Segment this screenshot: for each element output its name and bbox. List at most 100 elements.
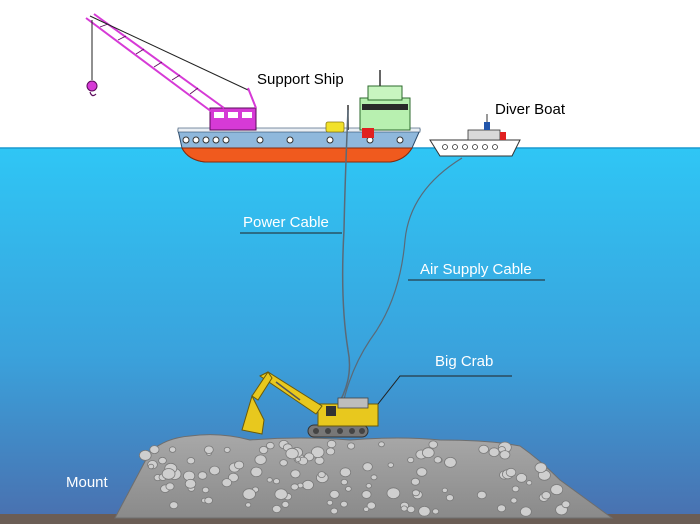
rock: [272, 478, 280, 485]
rubble-mound: [114, 434, 614, 519]
rock: [520, 506, 532, 517]
rock: [186, 457, 196, 465]
big-crab-label: Big Crab: [435, 353, 493, 370]
rock: [488, 447, 500, 458]
rock: [204, 445, 214, 454]
rock: [561, 500, 571, 509]
rock: [311, 446, 325, 459]
big-crab-leader: [377, 375, 512, 405]
rock: [326, 499, 334, 506]
rock: [329, 489, 340, 499]
power-cable: [335, 109, 351, 409]
rock: [478, 444, 490, 454]
rock: [505, 467, 517, 477]
rock: [386, 487, 401, 500]
air-supply-cable: [341, 157, 463, 409]
rock: [444, 456, 457, 468]
rock: [340, 500, 348, 508]
rock: [221, 478, 233, 488]
rock: [418, 505, 431, 517]
rock: [526, 480, 533, 486]
rock: [272, 504, 282, 513]
rock: [290, 469, 301, 479]
rock: [317, 471, 326, 479]
rock: [139, 449, 152, 461]
rock: [340, 478, 348, 486]
rock: [534, 462, 548, 473]
big-crab-excavator: [241, 371, 379, 438]
support-ship: [85, 13, 421, 163]
rock: [242, 488, 256, 500]
rock: [370, 474, 378, 481]
rock: [416, 467, 428, 477]
rock: [445, 494, 454, 502]
air-supply-cable-label: Air Supply Cable: [420, 261, 532, 278]
rock: [541, 491, 551, 500]
rock: [363, 506, 370, 512]
rock: [258, 445, 269, 454]
rock: [387, 462, 394, 468]
rock: [302, 479, 314, 491]
rock: [345, 486, 352, 492]
rock: [274, 488, 288, 500]
rock: [511, 485, 520, 493]
rock: [515, 473, 528, 483]
rock: [406, 505, 416, 514]
rock: [290, 483, 299, 491]
rock: [266, 477, 273, 483]
rock: [400, 505, 408, 512]
rock: [421, 447, 435, 459]
rock: [428, 440, 438, 449]
rock: [234, 460, 245, 470]
power-cable-label: Power Cable: [243, 214, 329, 231]
rock: [378, 441, 385, 448]
rock: [441, 487, 448, 493]
rock: [314, 456, 325, 465]
diver-boat-label: Diver Boat: [495, 101, 566, 118]
diver-boat: [429, 114, 521, 157]
seabed: [0, 514, 700, 524]
rock: [347, 442, 356, 450]
rock: [169, 501, 179, 510]
mound-rocks: [139, 439, 571, 517]
rock: [161, 468, 176, 480]
rock: [148, 463, 155, 470]
rock: [432, 508, 440, 515]
rock: [330, 507, 339, 515]
rock: [197, 471, 208, 480]
support-ship-label: Support Ship: [257, 71, 344, 88]
rock: [362, 462, 373, 472]
rock: [281, 500, 290, 508]
rock: [361, 490, 372, 499]
rock: [407, 456, 415, 464]
rock: [366, 501, 376, 510]
rock: [250, 466, 263, 478]
rock: [204, 496, 213, 505]
rock: [149, 445, 160, 455]
rock: [165, 482, 175, 491]
rock: [510, 497, 518, 504]
rock: [550, 484, 564, 496]
rock: [279, 459, 288, 467]
rock: [201, 486, 210, 494]
rock: [169, 446, 177, 453]
rock: [285, 447, 299, 460]
rock: [433, 456, 442, 464]
rock: [476, 490, 487, 500]
mount-label: Mount: [66, 474, 109, 491]
rock: [339, 467, 352, 478]
rock: [254, 454, 267, 465]
rock: [184, 478, 197, 489]
rock: [499, 450, 511, 460]
sky: [0, 0, 700, 148]
rock: [245, 502, 252, 508]
rock: [326, 439, 337, 449]
rock: [365, 483, 372, 489]
rock: [496, 504, 506, 513]
rock: [411, 489, 420, 497]
rock: [410, 477, 420, 486]
rock: [265, 441, 275, 450]
rock: [325, 447, 336, 456]
